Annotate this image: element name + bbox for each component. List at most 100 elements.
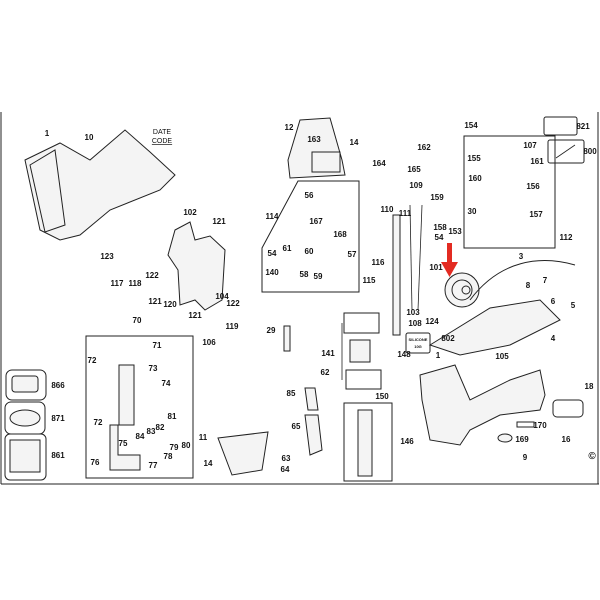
part-label-800: 800 [583, 147, 597, 156]
part-label-104: 104 [215, 292, 229, 301]
part-label-12: 12 [285, 123, 294, 132]
part-label-84: 84 [136, 432, 145, 441]
part-label-160: 160 [468, 174, 482, 183]
part-label-154: 154 [464, 121, 478, 130]
part-label-167: 167 [309, 217, 323, 226]
part-label-106: 106 [202, 338, 216, 347]
part-cap-12 [287, 117, 346, 179]
part-label-148: 148 [397, 350, 411, 359]
part-label-164: 164 [372, 159, 386, 168]
box-821 [543, 116, 578, 136]
part-label-57: 57 [348, 250, 357, 259]
box-70 [85, 335, 194, 479]
red-arrow-icon [441, 243, 458, 277]
part-label-124: 124 [425, 317, 439, 326]
part-label-73: 73 [149, 364, 158, 373]
part-label-170: 170 [533, 421, 547, 430]
part-label-10: 10 [85, 133, 94, 142]
part-label-103: 103 [406, 308, 420, 317]
part-base-76 [109, 424, 141, 471]
part-label-76: 76 [91, 458, 100, 467]
case-861-box [4, 433, 47, 481]
part-housing-left [24, 129, 176, 241]
kit-800-icon [555, 144, 576, 159]
part-label-63: 63 [282, 454, 291, 463]
part-label-121: 121 [148, 297, 162, 306]
part-label-81: 81 [168, 412, 177, 421]
part-label-141: 141 [321, 349, 335, 358]
part-148 [349, 339, 371, 363]
part-label-29: 29 [267, 326, 276, 335]
part-label-72: 72 [94, 418, 103, 427]
part-label-72: 72 [88, 356, 97, 365]
part-label-101: 101 [429, 263, 443, 272]
box-107 [463, 135, 556, 249]
part-label-30: 30 [468, 207, 477, 216]
part-label-159: 159 [430, 193, 444, 202]
part-label-58: 58 [300, 270, 309, 279]
part-harness-105 [428, 260, 576, 356]
part-label-14: 14 [350, 138, 359, 147]
part-85 [304, 387, 319, 411]
part-label-146: 146 [400, 437, 414, 446]
part-label-64: 64 [281, 465, 290, 474]
part-label-62: 62 [321, 368, 330, 377]
part-label-71: 71 [153, 341, 162, 350]
charger-871-box [4, 401, 46, 435]
part-label-105: 105 [495, 352, 509, 361]
part-label-60: 60 [305, 247, 314, 256]
part-label-14: 14 [204, 459, 213, 468]
part-label-153: 153 [448, 227, 462, 236]
part-coil-101 [444, 272, 480, 308]
part-label-79: 79 [170, 443, 179, 452]
part-label-118: 118 [129, 279, 142, 288]
part-label-1: 1 [436, 351, 441, 360]
silicone-label-line1: SILICONE [409, 337, 428, 342]
part-label-3: 3 [519, 252, 524, 261]
part-label-121: 121 [188, 311, 202, 320]
part-label-156: 156 [526, 182, 540, 191]
date-code-line1: DATE [153, 129, 171, 136]
part-label-78: 78 [164, 452, 173, 461]
silicone-label-line2: 10G [414, 344, 422, 349]
part-169 [497, 433, 513, 443]
part-label-170 [516, 421, 535, 428]
part-label-871: 871 [51, 414, 65, 423]
part-label-122: 122 [145, 271, 159, 280]
part-label-155: 155 [467, 154, 481, 163]
part-label-9: 9 [523, 453, 528, 462]
part-label-150: 150 [375, 392, 389, 401]
part-label-108: 108 [408, 319, 422, 328]
box-114 [261, 180, 360, 293]
part-clip-16 [552, 399, 584, 418]
part-label-123: 123 [100, 252, 114, 261]
part-label-4: 4 [551, 334, 556, 343]
part-label-111: 111 [399, 209, 412, 218]
part-label-114: 114 [266, 212, 279, 221]
part-label-102: 102 [183, 208, 197, 217]
part-label-121: 121 [212, 217, 226, 226]
part-label-165: 165 [407, 165, 421, 174]
part-label-56: 56 [305, 191, 314, 200]
part-nose-11 [217, 431, 269, 476]
part-label-80: 80 [182, 441, 191, 450]
part-trigger-65 [304, 414, 323, 456]
part-label-163: 163 [307, 135, 321, 144]
part-label-168: 168 [333, 230, 347, 239]
date-code-line2: CODE [152, 138, 173, 145]
box-800 [547, 139, 585, 164]
part-label-122: 122 [226, 299, 240, 308]
copyright-mark: © [588, 451, 596, 462]
diagram-frame [0, 112, 599, 485]
part-label-59: 59 [314, 272, 323, 281]
part-label-140: 140 [265, 268, 279, 277]
part-label-162: 162 [417, 143, 431, 152]
part-label-866: 866 [51, 381, 65, 390]
part-label-802: 802 [441, 334, 455, 343]
part-label-65: 65 [292, 422, 301, 431]
battery-866-box [5, 369, 47, 401]
part-label-821: 821 [576, 122, 590, 131]
box-141-top [343, 312, 380, 334]
